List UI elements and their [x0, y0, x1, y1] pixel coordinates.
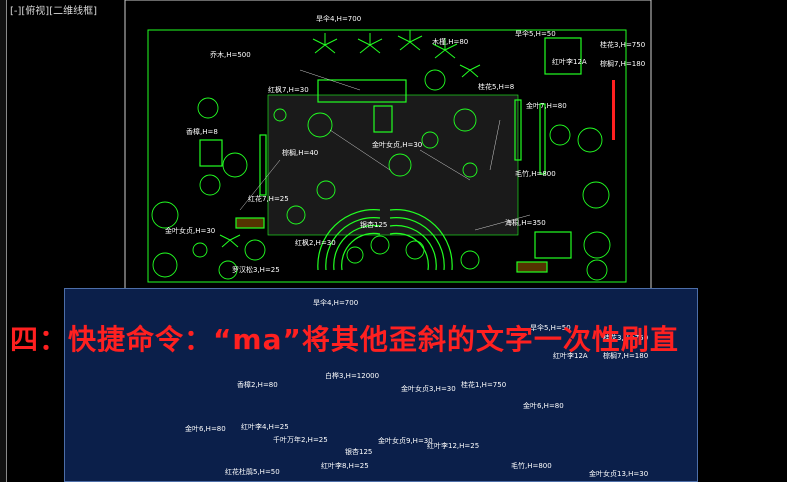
text-preview-panel: 旱伞4,H=700 旱伞5,H=50 桂花3,H=750 红叶李12A 棕榈7,…	[64, 288, 698, 482]
plan-boundary	[147, 29, 627, 283]
red-column	[612, 80, 615, 140]
lower-label: 金叶女贞13,H=30	[589, 470, 649, 478]
lower-label: 红叶李8,H=25	[321, 462, 369, 470]
plan-label: 旱伞4,H=700	[316, 14, 361, 23]
plan-label: 金叶女贞,H=30	[372, 140, 422, 149]
lower-label: 金叶女贞3,H=30	[401, 385, 456, 393]
amphitheater-arcs	[317, 209, 453, 271]
lower-label: 桂花1,H=750	[461, 381, 507, 389]
plan-label: 银杏125	[360, 220, 387, 229]
lower-label: 红叶李12,H=25	[427, 442, 480, 450]
plan-label: 红叶李12A	[552, 57, 587, 66]
lower-label: 金叶6,H=80	[185, 425, 226, 433]
plan-label: 香樟,H=8	[186, 127, 218, 136]
lower-label: 银杏125	[345, 448, 373, 456]
plan-label: 海桐,H=350	[505, 218, 546, 227]
hatched-plaza	[267, 94, 519, 236]
tutorial-caption: 四：快捷命令：“ma”将其他歪斜的文字一次性刷直	[10, 323, 679, 356]
plan-label: 红枫7,H=30	[268, 85, 309, 94]
plan-label: 乔木,H=500	[210, 50, 251, 59]
plan-label: 桂花3,H=750	[600, 40, 645, 49]
lower-label: 红叶李4,H=25	[241, 423, 289, 431]
plan-label: 旱伞5,H=50	[515, 29, 556, 38]
plan-label: 毛竹,H=800	[515, 169, 556, 178]
viewport-controls-label[interactable]: [-][俯视][二维线框]	[10, 6, 98, 17]
lower-label: 红花杜鹃5,H=50	[225, 468, 280, 476]
palm-symbols	[219, 30, 481, 248]
lower-label: 金叶6,H=80	[523, 402, 564, 410]
lower-label: 棕榈7,H=180	[603, 352, 649, 360]
lower-label: 毛竹,H=800	[511, 462, 552, 470]
lower-label: 桂花3,H=750	[603, 334, 649, 342]
plan-label: 桂花5,H=8	[478, 82, 514, 91]
leader-lines	[239, 69, 531, 231]
plan-label: 金叶7,H=80	[526, 101, 567, 110]
lower-label: 千叶万年2,H=25	[273, 436, 328, 444]
lower-label: 金叶女贞9,H=30	[378, 437, 433, 445]
lower-label: 香樟2,H=80	[237, 381, 278, 389]
plan-label: 红枫2,H=30	[295, 238, 336, 247]
plan-label: 棕榈7,H=180	[600, 59, 645, 68]
tree-symbols	[151, 69, 611, 281]
lower-label: 红叶李12A	[553, 352, 588, 360]
building-blocks	[199, 37, 582, 273]
plan-label: 木槿,H=80	[432, 37, 468, 46]
plan-label: 罗汉松3,H=25	[232, 265, 280, 274]
plan-label: 金叶女贞,H=30	[165, 226, 215, 235]
lower-label: 白桦3,H=12000	[325, 372, 380, 380]
left-frame	[0, 0, 7, 482]
plan-label: 棕榈,H=40	[282, 148, 318, 157]
plan-labels: 旱伞4,H=700 乔木,H=500 旱伞5,H=50 桂花3,H=750 木槿…	[165, 14, 645, 274]
plan-label: 红花7,H=25	[248, 194, 289, 203]
lower-label: 旱伞4,H=700	[313, 299, 359, 307]
lower-label: 旱伞5,H=50	[530, 324, 571, 332]
